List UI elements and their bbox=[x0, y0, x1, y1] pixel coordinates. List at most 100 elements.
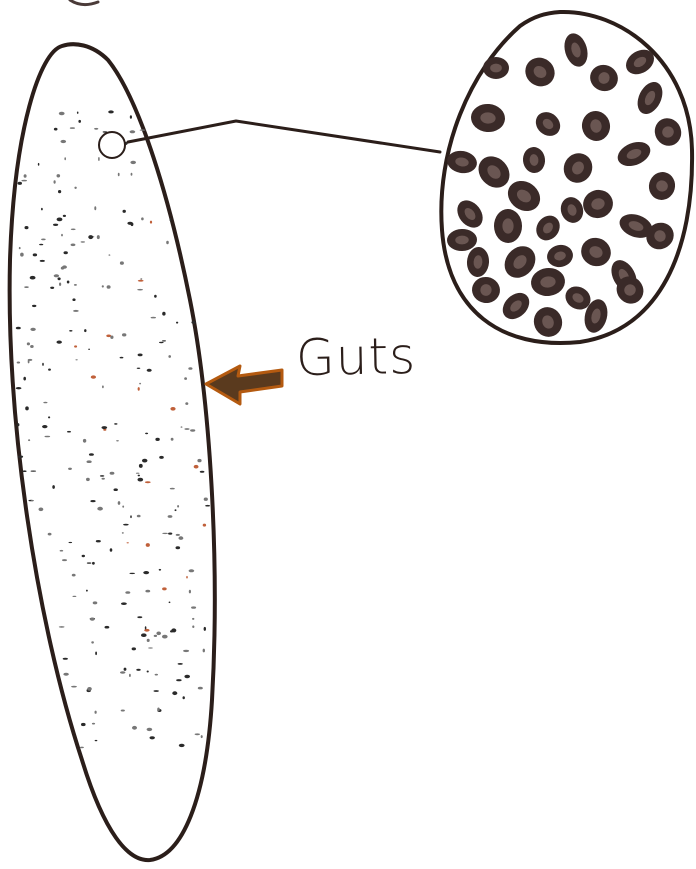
speckle bbox=[75, 359, 77, 360]
speckle bbox=[102, 385, 104, 388]
speckle bbox=[139, 464, 143, 468]
speckle bbox=[154, 690, 159, 692]
speckle bbox=[170, 407, 175, 411]
speckle bbox=[114, 488, 118, 491]
speckle bbox=[184, 675, 190, 678]
speckle bbox=[148, 647, 153, 648]
speckle bbox=[72, 298, 75, 301]
speckle bbox=[23, 377, 26, 381]
speckle bbox=[43, 402, 47, 404]
speckle bbox=[61, 267, 64, 270]
speckle bbox=[171, 438, 174, 441]
speckle bbox=[71, 244, 76, 247]
speckle bbox=[32, 305, 36, 307]
speckle bbox=[19, 247, 21, 249]
speckle bbox=[195, 733, 200, 735]
speckle bbox=[147, 671, 149, 673]
speckle bbox=[147, 728, 153, 731]
speckle bbox=[93, 601, 98, 604]
speckle bbox=[159, 342, 164, 343]
speckle bbox=[59, 626, 65, 628]
speckle bbox=[48, 533, 52, 536]
speckle bbox=[176, 679, 182, 681]
speckle bbox=[157, 708, 160, 712]
speckle bbox=[102, 285, 104, 287]
speckle bbox=[18, 456, 23, 458]
speckle bbox=[150, 221, 152, 224]
speckle bbox=[28, 359, 33, 361]
speckle bbox=[57, 174, 61, 177]
speckle bbox=[30, 345, 34, 348]
speckle bbox=[72, 574, 76, 577]
speckle bbox=[48, 369, 51, 371]
speckle bbox=[176, 534, 180, 536]
guts-label: Guts bbox=[296, 331, 417, 383]
speckle bbox=[162, 635, 168, 639]
speckle bbox=[141, 217, 144, 220]
speckle bbox=[200, 471, 205, 473]
speckle bbox=[88, 349, 90, 350]
speckle bbox=[63, 251, 67, 254]
speckle bbox=[129, 674, 131, 677]
speckle bbox=[50, 287, 54, 289]
speckle bbox=[24, 286, 29, 288]
speckle bbox=[137, 515, 141, 518]
speckle bbox=[52, 485, 55, 489]
speckle bbox=[92, 723, 95, 725]
speckle bbox=[58, 190, 61, 193]
speckle bbox=[204, 498, 208, 501]
speckle bbox=[62, 559, 67, 561]
speckle bbox=[69, 542, 73, 543]
speckle bbox=[138, 354, 143, 357]
speckle bbox=[30, 276, 36, 280]
speckle bbox=[24, 174, 27, 178]
speckle bbox=[71, 229, 76, 231]
speckle bbox=[183, 696, 185, 699]
speckle bbox=[178, 663, 183, 665]
speckle bbox=[91, 375, 96, 378]
speckle bbox=[39, 244, 43, 246]
speckle bbox=[67, 431, 71, 433]
sample-point-marker bbox=[99, 132, 125, 158]
speckle bbox=[63, 673, 68, 676]
speckle bbox=[80, 747, 84, 749]
speckle bbox=[69, 330, 72, 332]
speckle bbox=[130, 161, 136, 164]
speckle bbox=[58, 277, 61, 280]
speckle bbox=[136, 473, 140, 474]
speckle bbox=[130, 130, 136, 133]
speckle bbox=[86, 590, 88, 592]
speckle bbox=[147, 639, 150, 642]
speckle bbox=[137, 616, 142, 618]
speckle bbox=[118, 501, 121, 505]
speckle bbox=[81, 723, 86, 726]
speckle bbox=[183, 650, 189, 652]
speckle bbox=[109, 254, 111, 255]
speckle bbox=[129, 573, 135, 574]
speckle bbox=[63, 215, 66, 217]
speckle bbox=[84, 329, 86, 332]
speckle bbox=[16, 387, 22, 389]
speckle bbox=[110, 472, 115, 475]
speckle bbox=[20, 253, 24, 257]
speckle bbox=[143, 571, 149, 574]
speckle bbox=[201, 735, 203, 738]
speckle bbox=[81, 241, 85, 242]
speckle bbox=[123, 210, 126, 213]
speckle bbox=[59, 283, 61, 286]
speckle bbox=[146, 543, 150, 547]
speckle bbox=[77, 112, 79, 114]
speckle bbox=[41, 208, 43, 211]
speckle bbox=[27, 342, 30, 345]
speckle bbox=[25, 406, 29, 410]
speckle bbox=[179, 744, 185, 747]
speckle bbox=[132, 726, 137, 730]
speckle bbox=[118, 173, 120, 176]
speckle bbox=[95, 740, 98, 741]
speckle bbox=[189, 569, 195, 572]
speckle bbox=[140, 129, 146, 130]
speckle bbox=[54, 274, 59, 277]
speckle bbox=[127, 542, 129, 543]
speckle bbox=[97, 507, 103, 511]
speckle bbox=[169, 602, 171, 604]
